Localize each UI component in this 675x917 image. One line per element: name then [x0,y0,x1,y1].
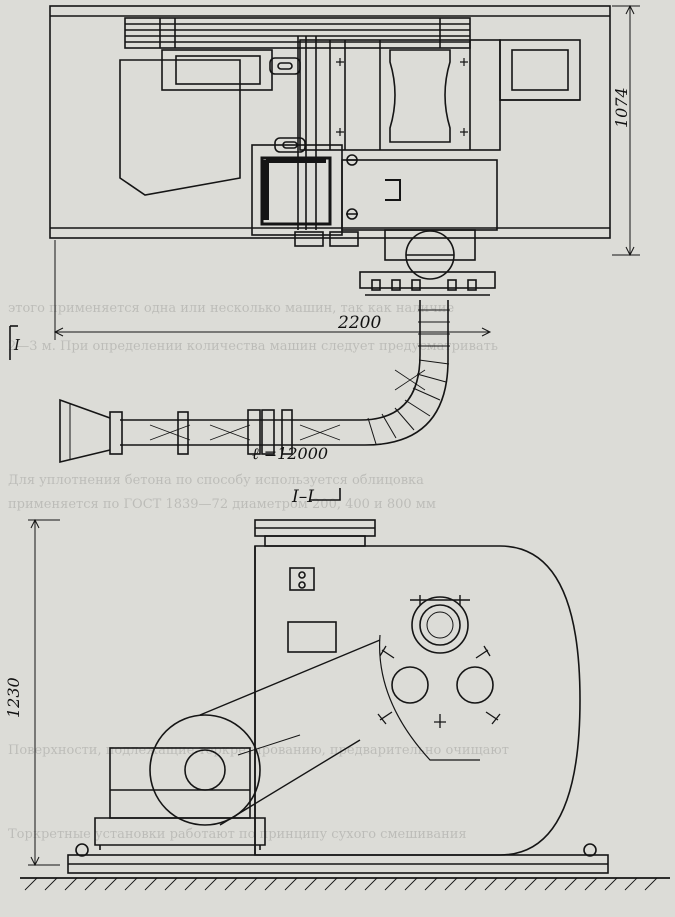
section-title: I–I [292,487,314,507]
outlet-box [384,229,476,261]
slot-bracket-1 [269,57,301,75]
hose [59,300,450,464]
rotor-bell [389,49,451,143]
radial-bolts [377,645,501,728]
side-window [287,621,337,653]
section-mark-left: I [14,336,20,354]
chamber [341,159,498,231]
ground-hatching [24,877,658,891]
plan-view [49,5,611,296]
background-text-1: этого применяется одна или несколько маш… [8,301,455,316]
hose-clamps [109,409,293,455]
motor-pedestal [109,747,251,819]
inspection-hatch [289,567,315,591]
fastener-marks [336,58,468,136]
motor-shaft [161,49,273,91]
port-right [456,666,494,704]
hose-nozzle [59,398,111,464]
belt-guard [199,639,381,826]
dimension-height-side: 1230 [4,677,23,718]
flange-bolts [371,279,477,291]
hose-length-label: ℓ =12000 [252,444,329,463]
outlet-flange [359,271,496,289]
dimensions [9,4,640,867]
main-body [254,545,581,856]
hose-mesh [149,369,426,441]
background-text-2: 2—3 м. При определении количества машин … [8,339,498,354]
port-left [391,666,429,704]
background-text-5: Поверхности, подлежащие торкретированию,… [8,743,509,758]
dimension-height-top: 1074 [612,87,631,128]
motor-disc [149,714,261,826]
side-view [20,519,670,891]
outlet-ring [411,596,469,654]
background-text-3: Для уплотнения бетона по способу использ… [8,473,424,488]
motor-body [119,59,241,196]
dimension-width: 2200 [338,313,382,333]
background-text-6: Торкретные установки работают по принцип… [8,827,467,842]
